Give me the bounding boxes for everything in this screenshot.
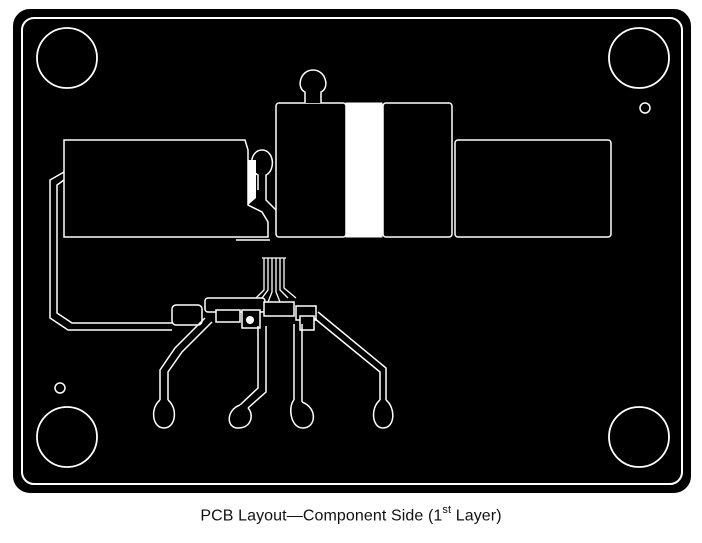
caption-prefix: PCB Layout—Component Side (1 [200, 507, 443, 525]
trace-left-loop [49, 171, 172, 331]
small-via-cluster [246, 316, 254, 324]
via-top-right [639, 102, 651, 114]
fanout-traces [255, 257, 297, 303]
pad-center-white-strip [345, 102, 383, 238]
trace-left-loop-inner [56, 179, 172, 324]
pad-center-right [382, 102, 453, 238]
pad-right-large [454, 139, 612, 238]
teardrop-bottom-4 [372, 399, 394, 429]
mounting-hole-bottom-right [608, 406, 670, 468]
teardrop-top [299, 69, 327, 103]
caption-superscript: st [442, 504, 452, 516]
pad-left-large [63, 139, 269, 238]
caption-suffix: Layer) [451, 507, 502, 525]
pad-center-left [275, 102, 347, 238]
copper-wedge [248, 160, 256, 205]
teardrop-bottom-2 [228, 404, 252, 429]
mounting-hole-bottom-left [36, 406, 98, 468]
via-bottom-left [54, 382, 66, 394]
board-inner-border [21, 17, 683, 485]
teardrop-bottom-1 [152, 399, 176, 429]
mounting-hole-top-right [608, 27, 670, 89]
component-cluster [171, 297, 317, 331]
pcb-layout-figure [13, 9, 691, 493]
mounting-hole-top-left [36, 27, 98, 89]
descending-traces [159, 311, 387, 409]
figure-caption: PCB Layout—Component Side (1st Layer) [0, 504, 702, 525]
teardrop-bottom-3 [290, 399, 315, 429]
